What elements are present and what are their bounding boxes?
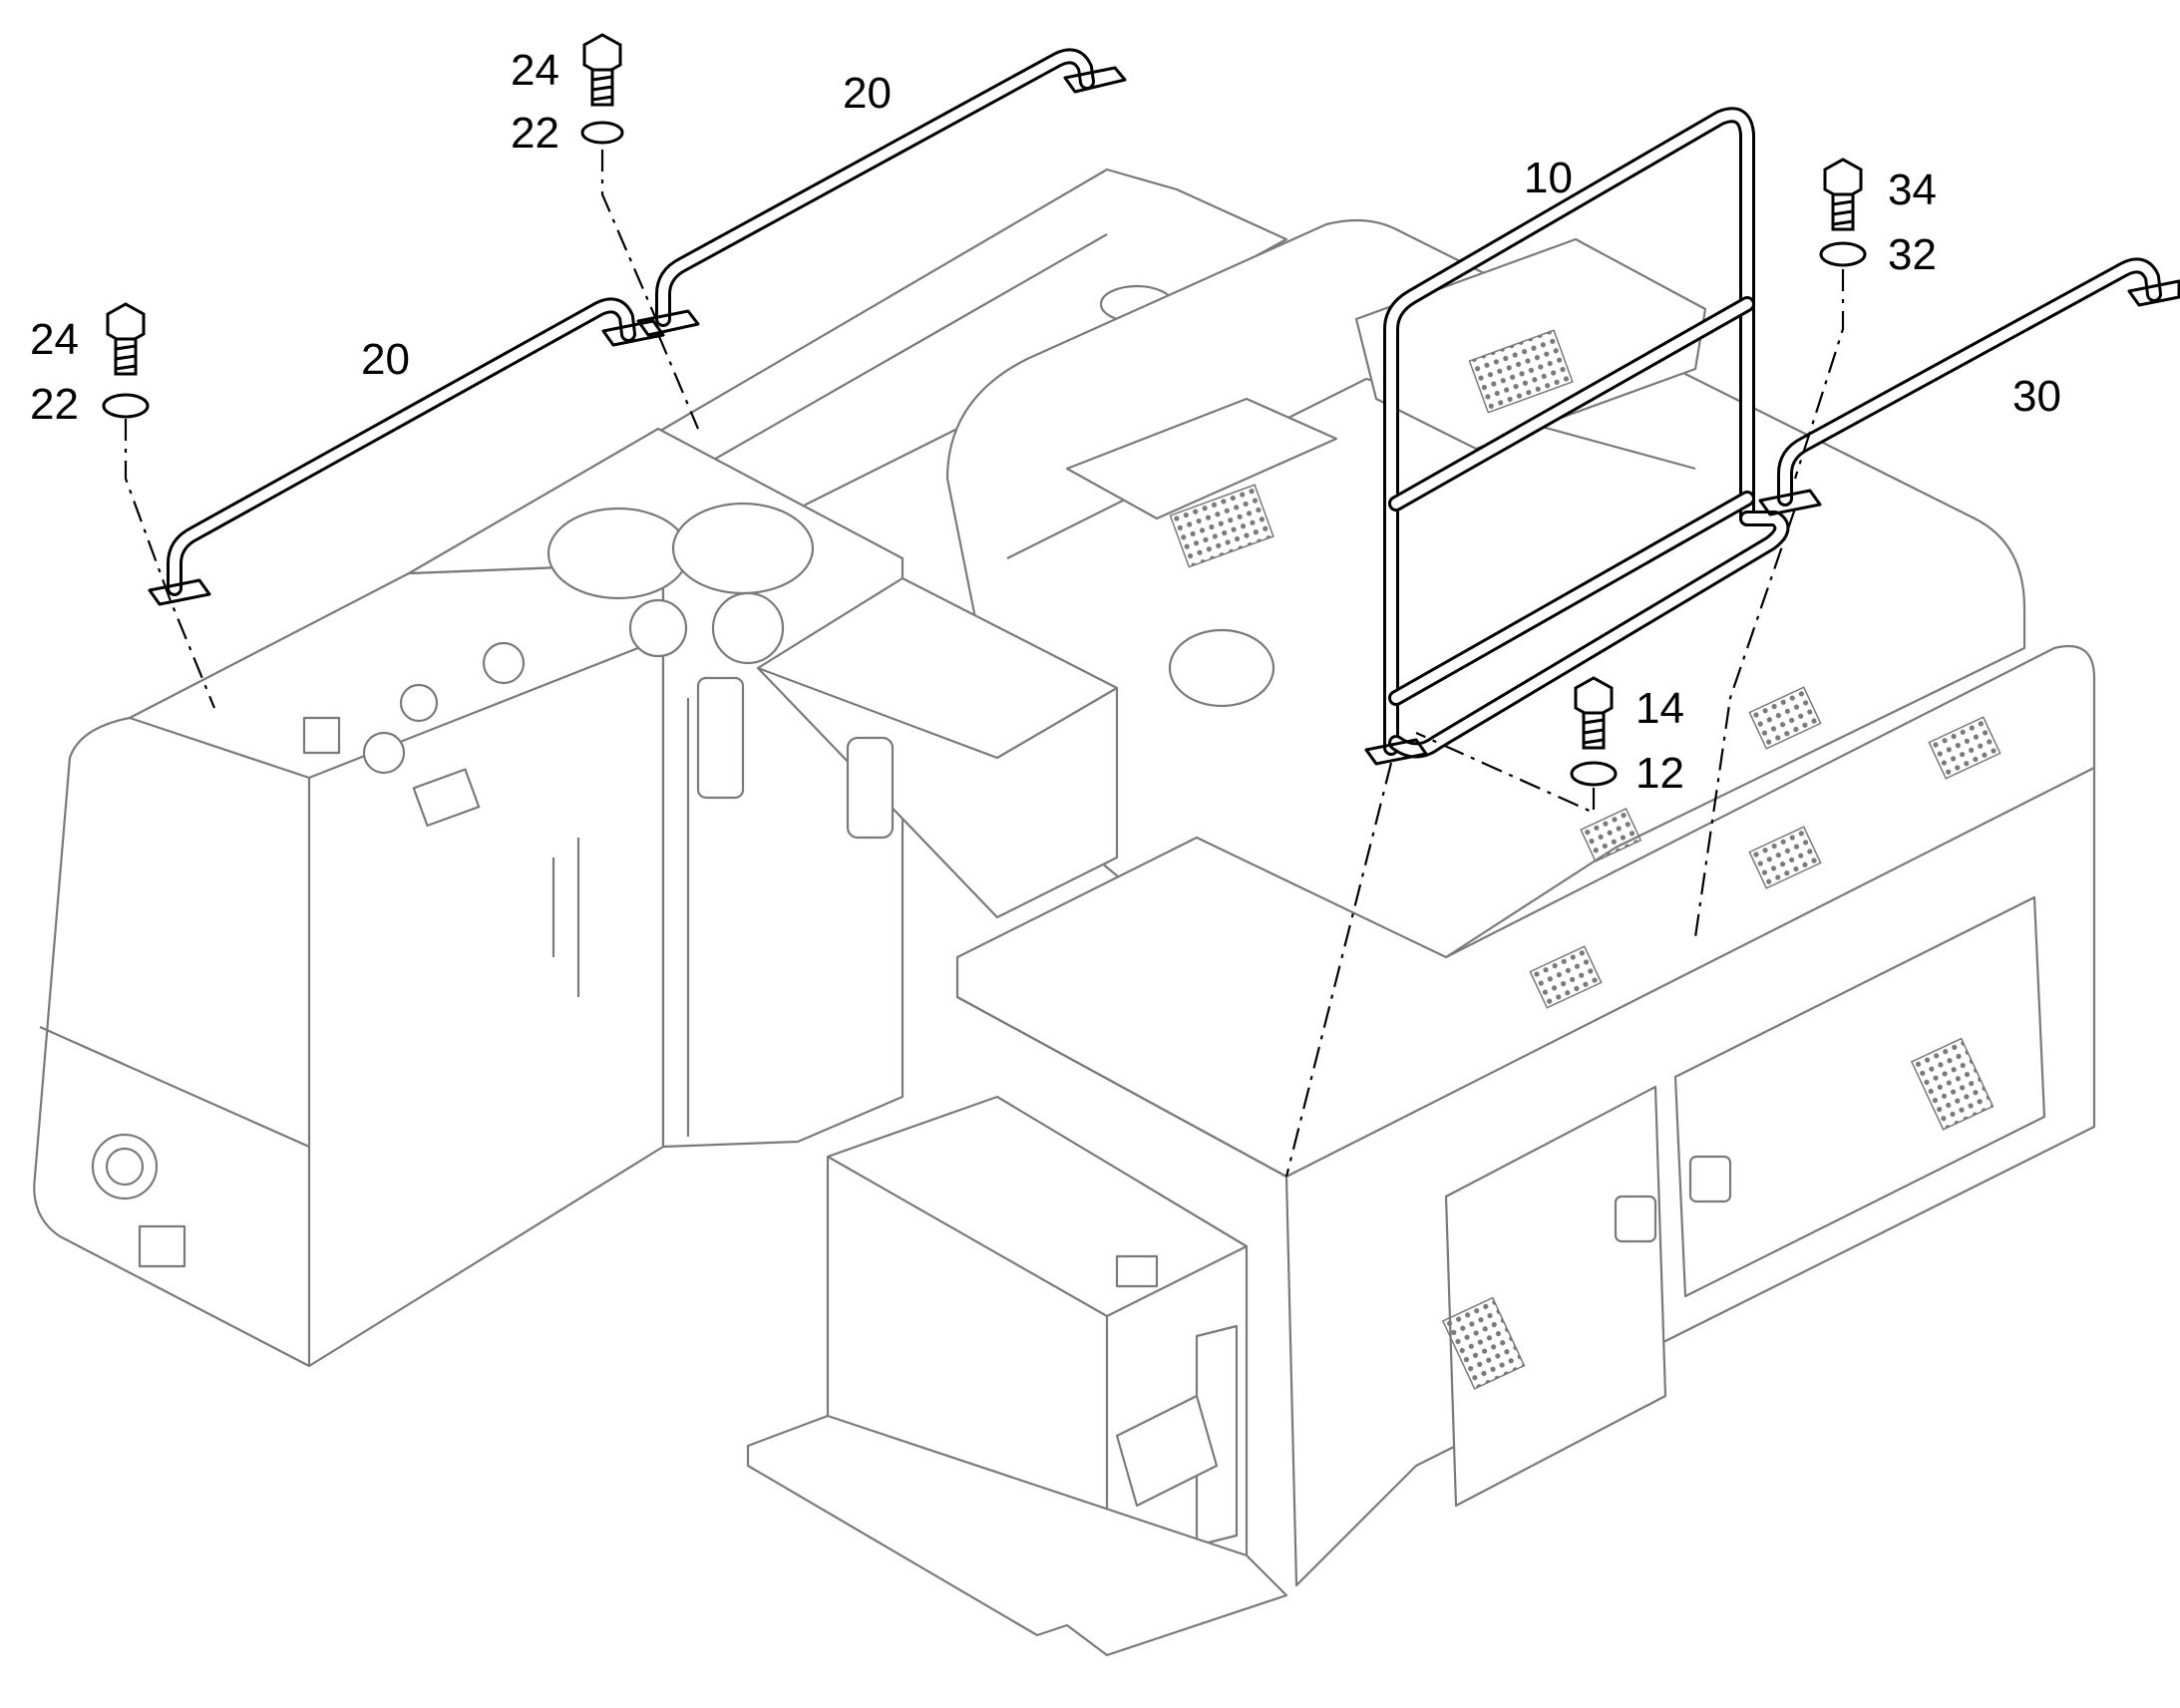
callout-labels: 24 22 20 24 22 20 10 34 32 30 14 12 <box>30 46 2061 798</box>
bolt-24-top <box>582 33 622 107</box>
callout-22-left: 22 <box>30 380 79 429</box>
callout-24-left: 24 <box>30 315 79 364</box>
callout-20-left: 20 <box>361 335 410 384</box>
callout-12: 12 <box>1635 749 1684 798</box>
callout-22-top: 22 <box>511 109 559 158</box>
cabinet-door-right <box>1673 895 2046 1298</box>
left-tank <box>33 561 665 1368</box>
valve-plate <box>756 576 1119 919</box>
callout-34: 34 <box>1888 166 1937 214</box>
bolt-14 <box>1574 676 1614 750</box>
callout-30: 30 <box>2012 372 2061 421</box>
callout-24-top: 24 <box>511 46 559 95</box>
handrail-30-right <box>1758 257 2180 516</box>
middle-tank <box>407 427 905 1149</box>
fasteners <box>102 33 1867 787</box>
leader-lines <box>124 150 1845 1178</box>
machine-body <box>33 168 2096 1657</box>
base-plate <box>746 1414 1288 1657</box>
bolt-34 <box>1823 158 1863 231</box>
callout-14: 14 <box>1635 684 1684 733</box>
callout-10: 10 <box>1524 154 1573 202</box>
washer-22-left <box>102 393 150 419</box>
side-cabinet <box>955 644 2096 1587</box>
bolt-24-left <box>106 302 146 376</box>
washer-12 <box>1570 761 1618 787</box>
handrail-parts <box>148 48 2180 766</box>
callout-32: 32 <box>1888 230 1937 279</box>
callout-20-top: 20 <box>843 69 892 118</box>
handrail-20-top <box>636 48 1127 337</box>
cabinet-door-left <box>1444 1085 1667 1508</box>
guard-frame-10 <box>1364 107 1790 766</box>
washer-32 <box>1819 241 1867 267</box>
handrail-20-left <box>148 297 665 606</box>
washer-22-top <box>580 121 624 145</box>
